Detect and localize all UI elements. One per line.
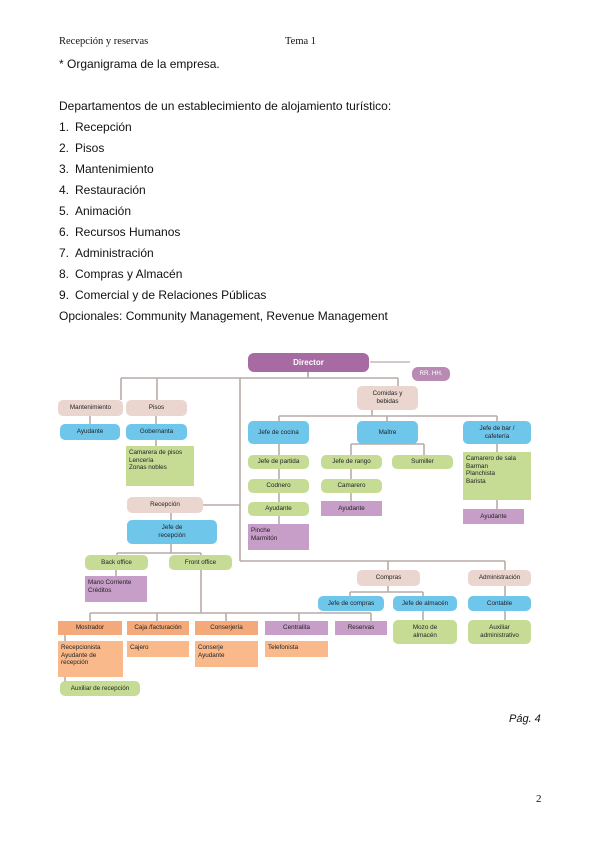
jefe-partida-box: Jefe de partida [248,455,309,469]
intro-text: * Organigrama de la empresa. [59,57,220,71]
header-left: Recepción y reservas [59,36,149,47]
list-item: 9.Comercial y de Relaciones Públicas [59,288,267,302]
page-reference: Pág. 4 [509,713,541,725]
contable-box: Contable [468,596,531,611]
pisos-box: Pisos [126,400,187,416]
list-item: 6.Recursos Humanos [59,225,181,239]
ayudante-bar-box: Ayudante [463,509,524,524]
gobernanta-box: Gobernanta [126,424,187,440]
departments-heading: Departamentos de un establecimiento de a… [59,99,392,113]
list-item: 2.Pisos [59,141,105,155]
sumiller-box: Sumiller [392,455,453,469]
mantenimiento-box: Mantenimiento [58,400,123,416]
list-item: 5.Animación [59,204,132,218]
jefe-bar-box: Jefe de bar /cafetería [463,421,531,444]
cajero-box: Cajero [127,641,189,657]
conserjeria-box: Conserjería [195,621,258,635]
header-center: Tema 1 [285,36,317,47]
list-item: 7.Administración [59,246,154,260]
caja-box: Caja /facturación [127,621,189,635]
mostrador-box: Mostrador [58,621,122,635]
administracion-box: Administración [468,570,531,586]
camarero-box: Camarero [321,479,382,493]
jefe-cocina-box: Jefe de cocina [248,421,309,444]
org-chart-connectors [64,361,506,688]
page-number: 2 [536,793,542,805]
back-office-box: Back office [85,555,148,570]
director-box: Director [248,353,369,372]
list-item: 4.Restauración [59,183,146,197]
jefe-rango-box: Jefe de rango [321,455,382,469]
rrhh-box: RR. HH. [412,367,450,381]
codnero-box: Codnero [248,479,309,493]
list-item: 3.Mantenimiento [59,162,154,176]
list-item: 1.Recepción [59,120,132,134]
ayudante-mantenimiento-box: Ayudante [60,424,120,440]
auxiliar-recepcion-box: Auxiliar de recepción [60,681,140,696]
jefe-almacen-box: Jefe de almacén [393,596,457,611]
recepcion-box: Recepción [127,497,203,513]
front-office-box: Front office [169,555,232,570]
ayudante-cocina-box: Ayudante [248,502,309,516]
telefonista-box: Telefonista [265,641,328,657]
reservas-box: Reservas [335,621,387,635]
maitre-box: Maître [357,421,418,444]
compras-box: Compras [357,570,420,586]
jefe-compras-box: Jefe de compras [318,596,384,611]
org-chart: Director RR. HH. Mantenimiento Ayudante … [55,348,545,708]
list-item: 8.Compras y Almacén [59,267,183,281]
optional-line: Opcionales: Community Management, Revenu… [59,309,388,323]
centralita-box: Centralita [265,621,328,635]
ayudante-maitre-box: Ayudante [321,501,382,516]
